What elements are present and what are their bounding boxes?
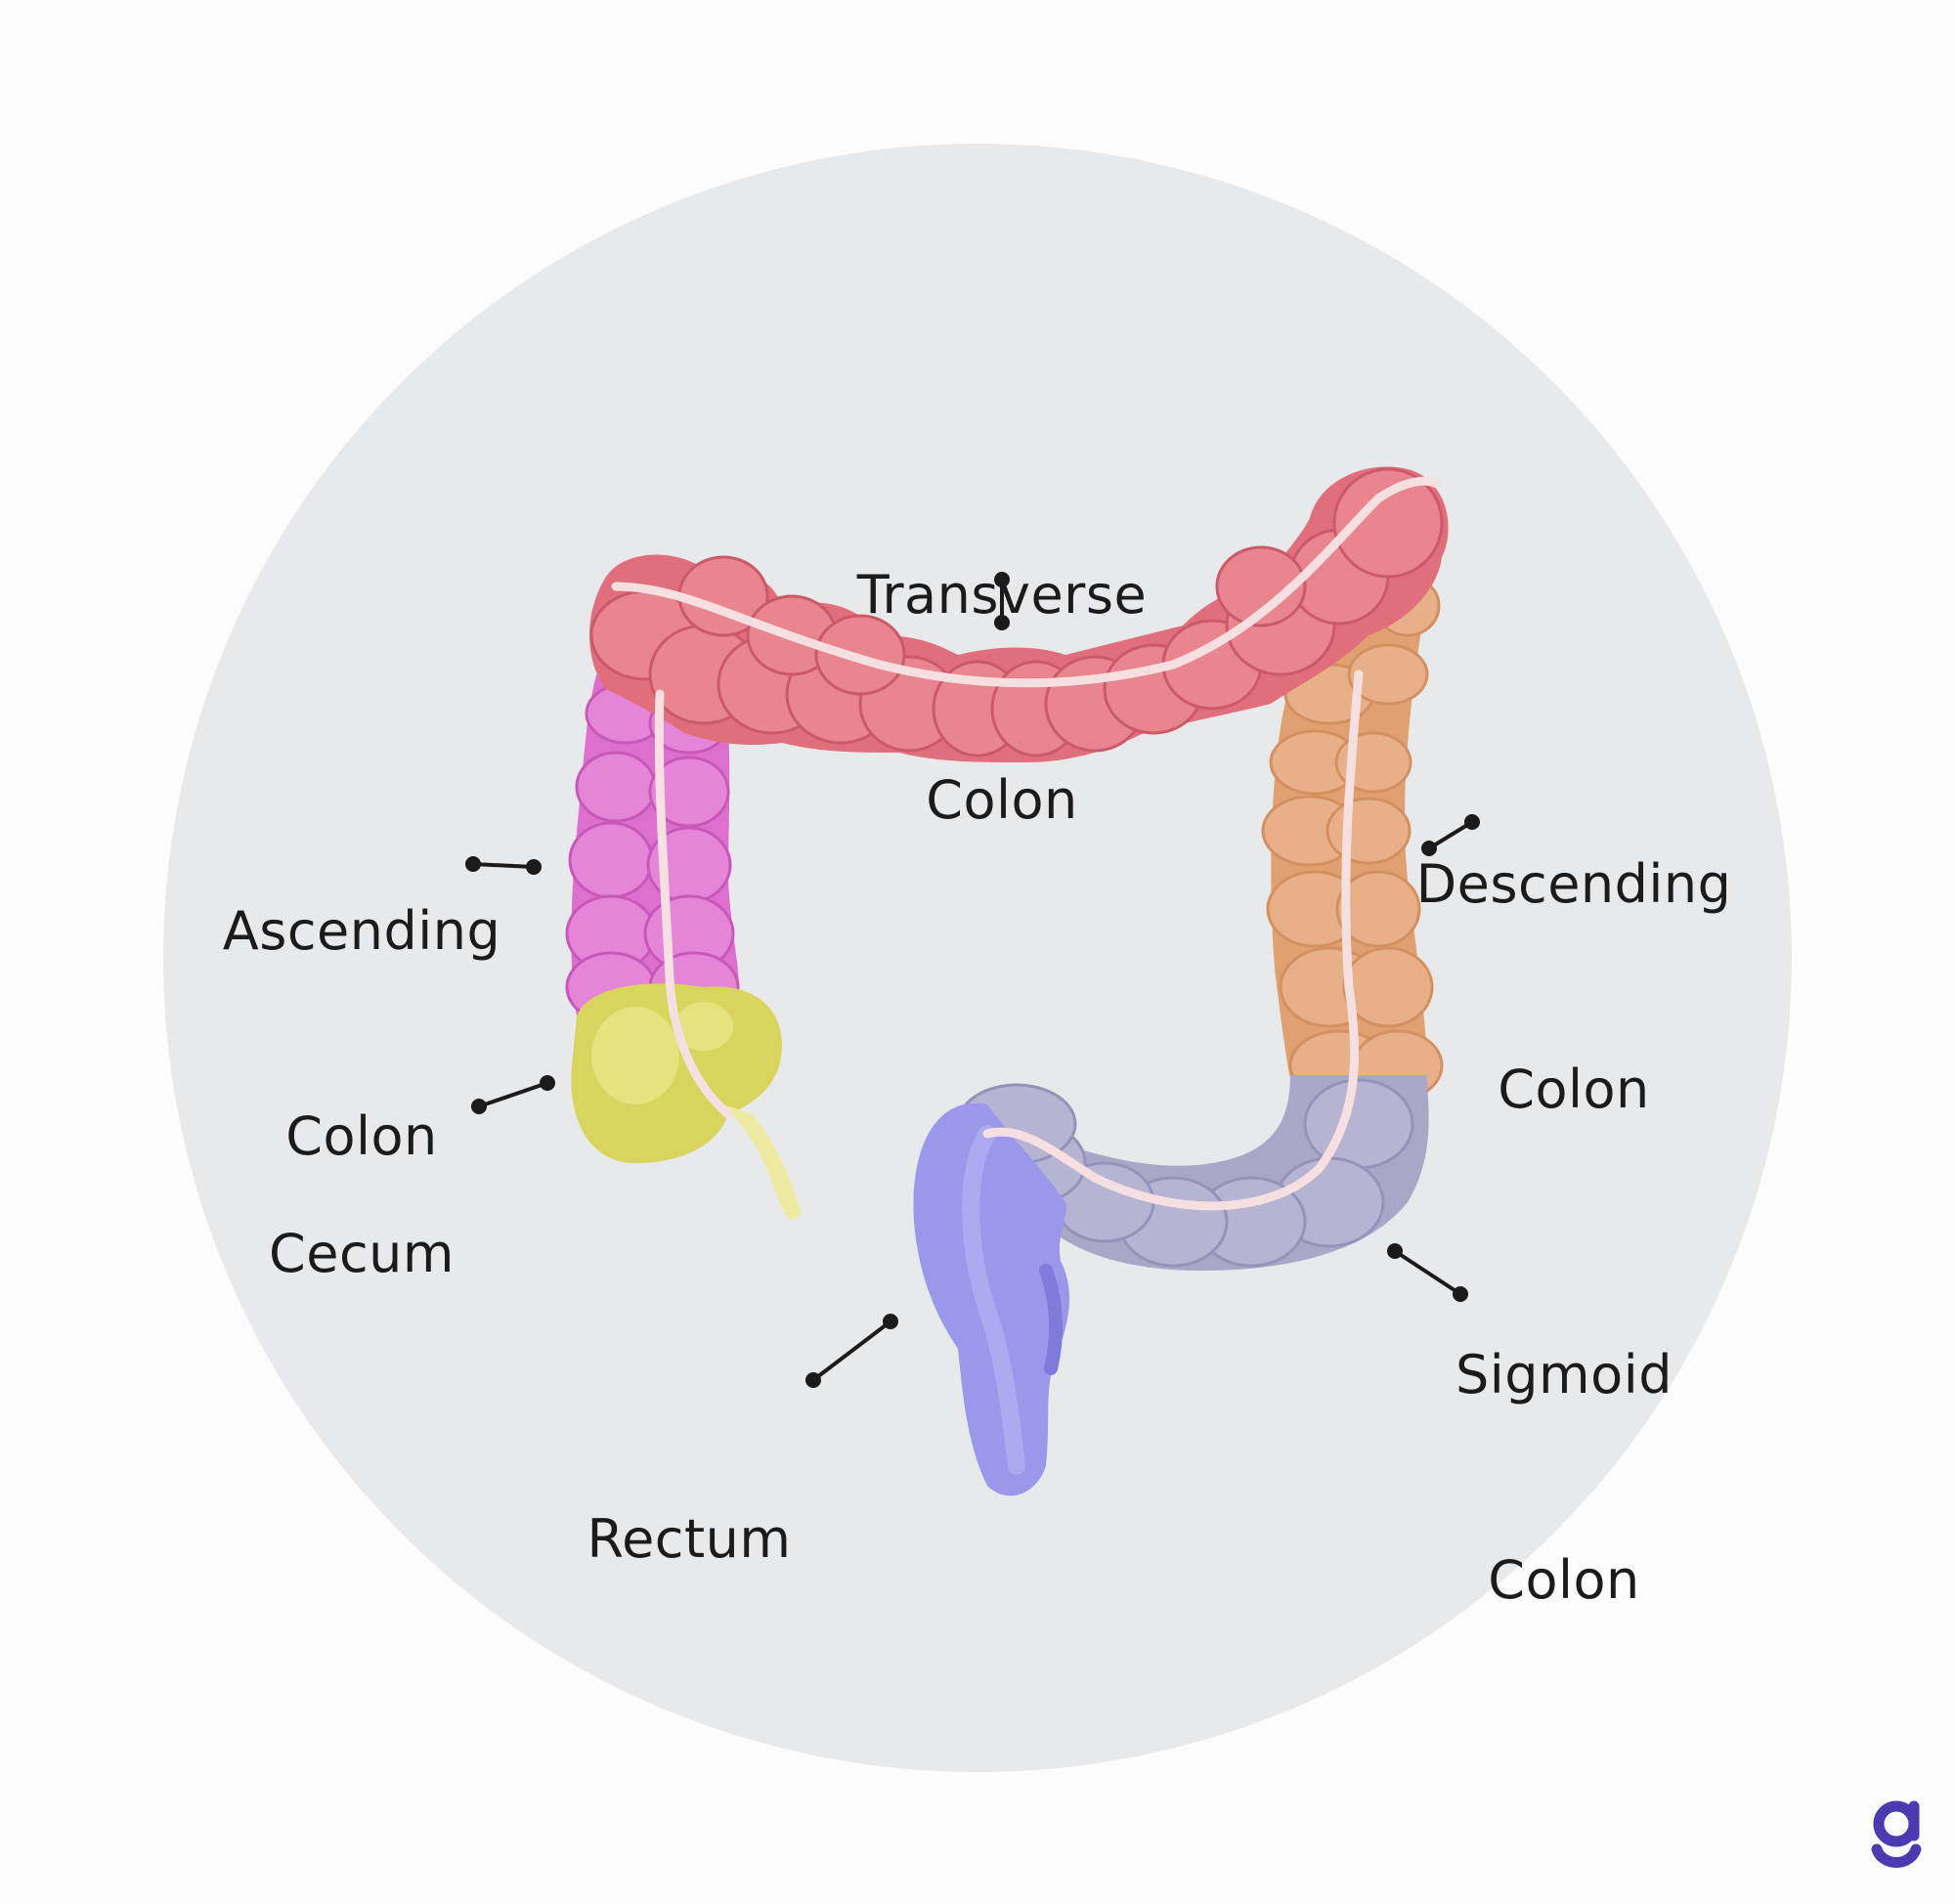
cecum <box>571 983 802 1221</box>
taenia-band-descending <box>982 670 1364 1211</box>
label-descending-line2: Colon <box>1498 1059 1650 1120</box>
label-transverse-line1: Transverse <box>856 564 1148 626</box>
label-rectum: Rectum <box>567 1368 811 1710</box>
label-descending-colon: Descending Colon <box>1408 714 1740 1261</box>
label-ascending-line1: Ascending <box>222 900 501 962</box>
rectum <box>913 1103 1070 1496</box>
label-ascending-colon: Ascending Colon <box>196 760 528 1308</box>
transverse-colon <box>589 466 1449 762</box>
taenia-band <box>611 476 1442 688</box>
label-ascending-line2: Colon <box>285 1105 438 1167</box>
leader-transverse <box>994 572 1010 630</box>
label-sigmoid-colon: Sigmoid Colon <box>1408 1204 1720 1752</box>
leader-rectum <box>805 1314 898 1388</box>
leader-sigmoid <box>1387 1243 1468 1302</box>
label-cecum-line1: Cecum <box>269 1223 455 1284</box>
label-descending-line1: Descending <box>1415 853 1732 915</box>
label-cecum: Cecum <box>244 1083 479 1425</box>
leader-cecum <box>471 1075 555 1114</box>
label-rectum-line1: Rectum <box>586 1508 792 1570</box>
label-transverse-colon: Transverse Colon <box>811 424 1193 972</box>
label-sigmoid-line2: Colon <box>1488 1549 1640 1611</box>
label-transverse-line2: Colon <box>926 769 1078 831</box>
taenia-band-ascending <box>654 689 733 1119</box>
label-sigmoid-line1: Sigmoid <box>1455 1344 1673 1406</box>
g-logo-icon <box>1871 1800 1922 1868</box>
leader-ascending <box>465 856 542 875</box>
leader-lines <box>465 572 1480 1388</box>
leader-descending <box>1421 814 1480 856</box>
